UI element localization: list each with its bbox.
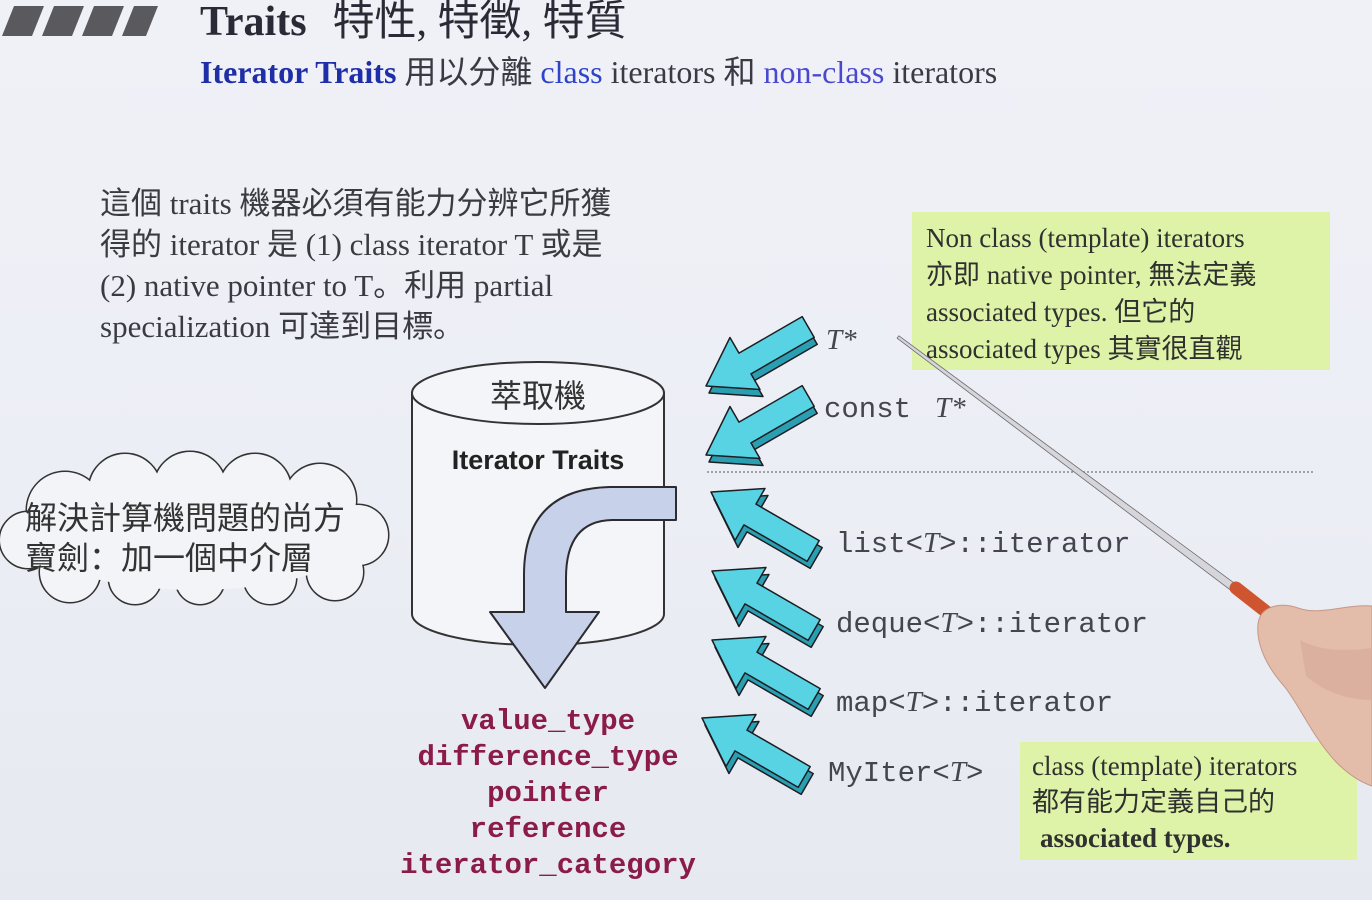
cloud-line: 解決計算機問題的尚方 [25, 500, 346, 536]
machine-name: Iterator Traits [451, 445, 625, 475]
presenter-hand-shade [1300, 640, 1372, 700]
iterator-type: T* [935, 392, 966, 424]
iterator-type: T [949, 756, 966, 788]
associated-type-item: value_type [460, 705, 636, 738]
note-line: class (template) iterators [1032, 751, 1298, 781]
cloud-text: 解決計算機問題的尚方 寶劍：加一個中介層 [25, 498, 345, 578]
subtitle-class-word: class [540, 54, 603, 90]
subtitle-tail: iterators [892, 54, 998, 90]
note-non-class-iterators: Non class (template) iterators 亦即 native… [912, 212, 1330, 370]
machine-label: 萃取機 [489, 378, 586, 414]
subtitle-middle: iterators 和 [610, 54, 756, 90]
subtitle-verb: 用以分離 [404, 54, 533, 90]
description-line: (2) native pointer to T。利用 partial [100, 268, 554, 303]
iterator-suffix: >::iterator [956, 608, 1148, 641]
iterator-label-list: list<T>::iterator [836, 526, 1131, 562]
cloud-line: 寶劍：加一個中介層 [25, 540, 314, 576]
iterator-suffix: > [965, 757, 984, 790]
subtitle-nonclass-word: non-class [763, 54, 885, 90]
iterator-label-pointer: T* [826, 323, 857, 359]
description-line: specialization 可達到目標。 [100, 309, 465, 344]
iterator-suffix: >::iterator [939, 528, 1131, 561]
iterator-type: T [940, 607, 957, 639]
arrow-up-left-icon [710, 487, 823, 570]
pointer-handle [1229, 581, 1299, 639]
iterator-prefix: list< [836, 528, 924, 561]
iterator-type: T [905, 686, 922, 718]
associated-types-list: value_type difference_type pointer refer… [378, 704, 718, 884]
iterator-label-myiter: MyIter<T> [828, 755, 983, 791]
subtitle-highlight: Iterator Traits [200, 54, 397, 90]
note-line: Non class (template) iterators [926, 223, 1245, 253]
page-title: Traits 特性, 特徵, 特質 [200, 0, 627, 46]
arrow-up-left-icon [711, 566, 824, 649]
note-emphasis: associated types. [1040, 823, 1231, 853]
associated-type-item: iterator_category [400, 849, 696, 882]
page-subtitle: Iterator Traits 用以分離 class iterators 和 n… [200, 52, 997, 92]
note-line: 都有能力定義自己的 [1032, 787, 1275, 817]
title-chinese: 特性, 特徵, 特質 [332, 0, 627, 45]
note-line: associated types 其實很直觀 [926, 334, 1243, 364]
associated-type-item: pointer [487, 777, 609, 810]
arrow-down-left-icon [705, 384, 818, 467]
title-text: Traits [200, 0, 307, 45]
iterator-prefix: map< [836, 687, 906, 720]
associated-type-item: difference_type [417, 741, 679, 774]
description-line: 這個 traits 機器必須有能力分辨它所獲 [100, 186, 612, 221]
associated-type-item: reference [469, 813, 627, 846]
iterator-prefix: const [824, 393, 912, 426]
note-line: 亦即 native pointer, 無法定義 [926, 260, 1257, 290]
iterator-suffix: >::iterator [921, 687, 1114, 720]
iterator-prefix: deque< [836, 608, 941, 641]
title-bars-icon [2, 6, 158, 36]
iterator-type: T [923, 527, 940, 559]
iterator-prefix: MyIter< [828, 757, 950, 790]
note-class-iterators: class (template) iterators 都有能力定義自己的 ass… [1020, 742, 1357, 860]
description-line: 得的 iterator 是 (1) class iterator T 或是 [100, 227, 603, 262]
curved-down-arrow-icon [489, 486, 677, 689]
iterator-label-map: map<T>::iterator [836, 685, 1113, 721]
note-line: associated types. 但它的 [926, 297, 1196, 327]
iterator-label-deque: deque<T>::iterator [836, 606, 1148, 642]
description-paragraph: 這個 traits 機器必須有能力分辨它所獲 得的 iterator 是 (1)… [100, 183, 611, 347]
iterator-type: T* [826, 324, 857, 356]
arrow-down-left-icon [705, 315, 818, 398]
iterator-label-const-pointer: const T* [824, 391, 966, 427]
